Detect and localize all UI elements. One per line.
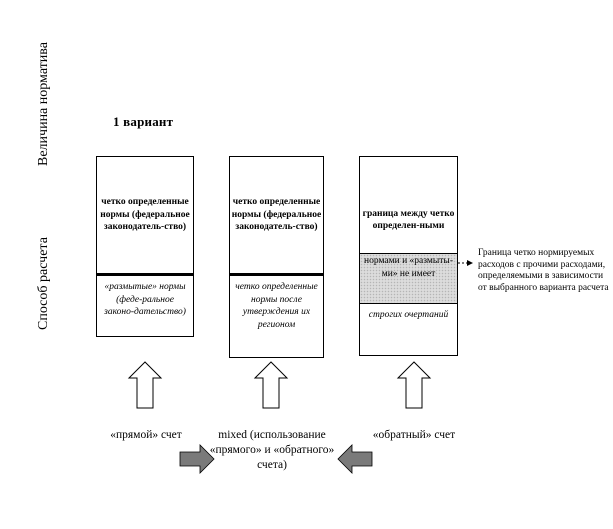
box-mixed-top-text: четко определенные нормы (федеральное за… — [231, 197, 322, 233]
box-direct-divider — [97, 273, 193, 276]
variant-title: 1 вариант — [113, 114, 174, 129]
box-reverse-bottom-text: строгих очертаний — [368, 310, 449, 320]
box-mixed-divider — [230, 273, 323, 276]
box-direct: четко определенные нормы (федеральное за… — [96, 156, 194, 337]
up-arrow-reverse-icon — [396, 361, 432, 409]
boundary-note: Граница четко нормируемых расходов с про… — [478, 248, 609, 293]
box-direct-bottom-text: «размытые» нормы (феде-ральное законо-да… — [104, 282, 186, 317]
caption-direct: «прямой» счет — [110, 429, 182, 441]
box-direct-top-text: четко определенные нормы (федеральное за… — [100, 197, 190, 233]
right-arrow-icon — [179, 444, 215, 474]
box-reverse-shaded-zone: нормами и «размыты-ми» не имеет — [360, 254, 457, 303]
box-mixed: четко определенные нормы (федеральное за… — [229, 156, 324, 358]
up-arrow-direct-icon — [127, 361, 163, 409]
box-reverse-lower-divider — [360, 303, 457, 304]
box-mixed-bottom-text: четко определенные нормы после утвержден… — [235, 282, 318, 330]
caption-reverse: «обратный» счет — [372, 429, 456, 441]
up-arrow-mixed-icon — [253, 361, 289, 409]
left-arrow-icon — [337, 444, 373, 474]
box-reverse-upper-divider — [360, 253, 457, 254]
dashed-pointer — [458, 260, 473, 266]
caption-mixed: mixed (использование «прямого» и «обратн… — [209, 429, 335, 471]
box-reverse-top-text: граница между четко определен-ными — [362, 208, 455, 232]
box-reverse: граница между четко определен-ными норма… — [359, 156, 458, 356]
